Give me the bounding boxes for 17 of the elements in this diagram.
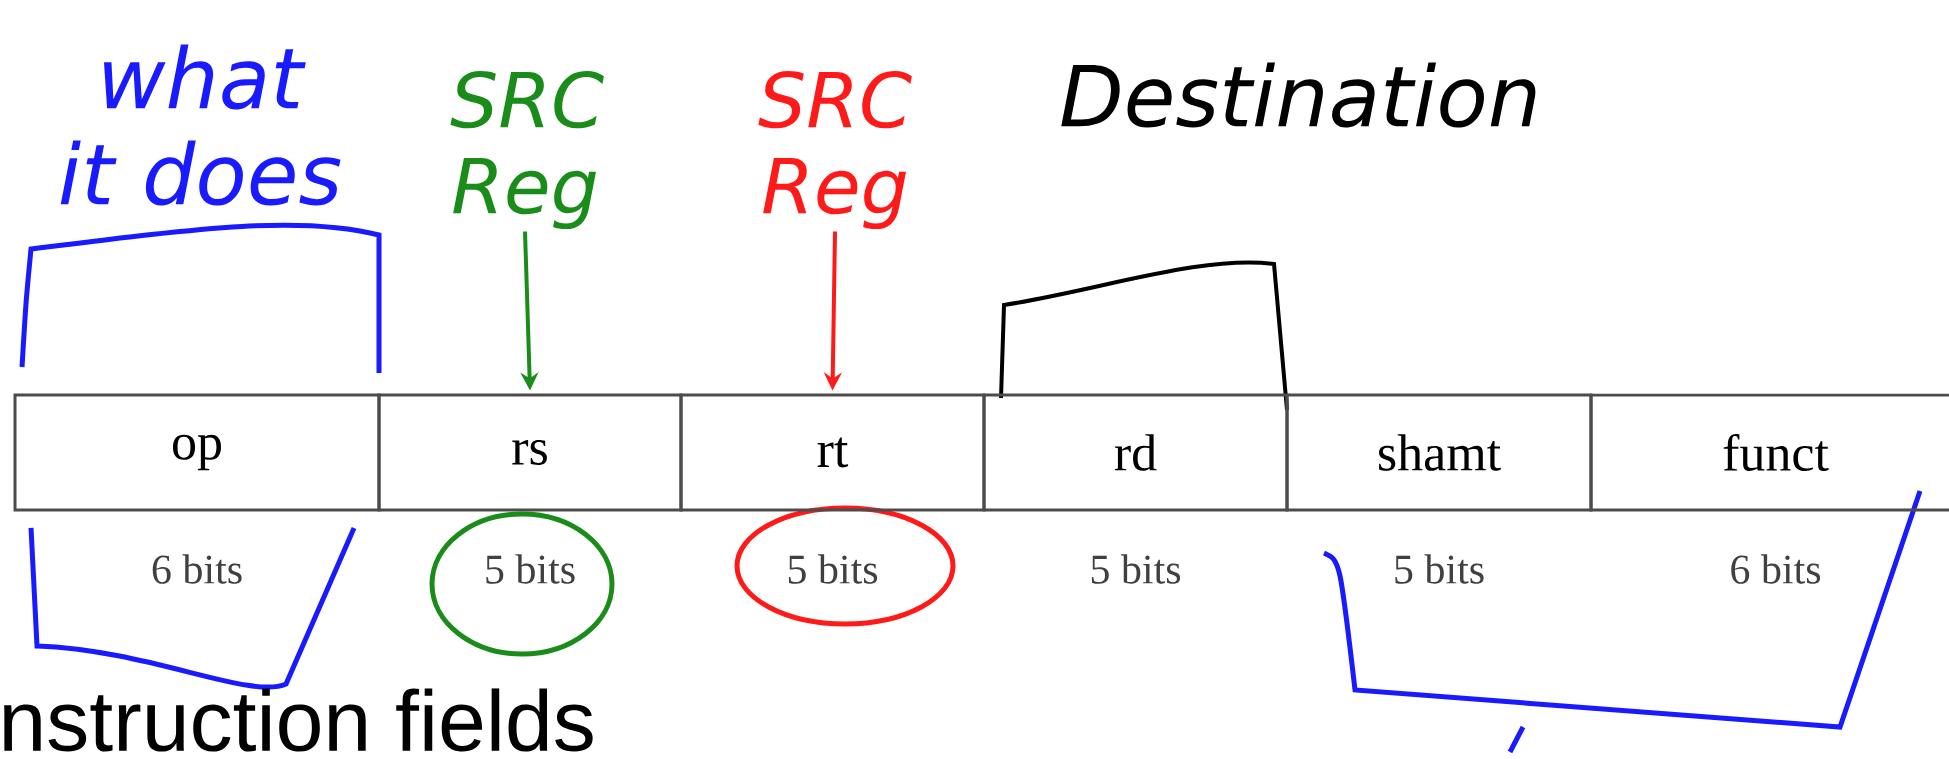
slide-title: nstruction fields — [4, 688, 593, 752]
field-cell: shamt — [1285, 393, 1593, 512]
bit-width-label: 6 bits — [152, 554, 242, 584]
bit-width-label: 5 bits — [788, 554, 878, 584]
bit-width-label: 6 bits — [1731, 554, 1821, 584]
bit-width-label: 5 bits — [486, 554, 575, 584]
handwritten-label: SRC Reg — [758, 70, 912, 230]
field-cell: rs — [377, 393, 683, 512]
handwritten-label: SRC Reg — [450, 70, 604, 230]
handwritten-label: what it does — [60, 44, 341, 206]
field-cell: op — [13, 393, 381, 512]
field-cell: rd — [982, 393, 1289, 512]
bit-width-label: 5 bits — [1395, 554, 1484, 584]
handwritten-label: Destination — [1061, 62, 1536, 128]
field-cell: rt — [679, 393, 986, 512]
field-cell: funct — [1589, 393, 1949, 512]
bit-width-label: 5 bits — [1091, 554, 1181, 584]
